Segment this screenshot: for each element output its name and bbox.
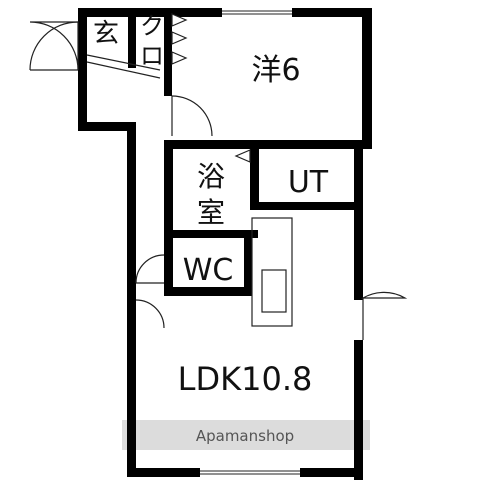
closet-marks	[171, 13, 251, 163]
label-bath-2: 室	[197, 196, 225, 229]
label-utility: UT	[288, 165, 329, 200]
doors	[29, 21, 408, 340]
label-genkan: 玄	[93, 19, 119, 49]
label-toilet: WC	[183, 253, 234, 288]
label-bath-1: 浴	[197, 160, 225, 193]
watermark-band	[122, 420, 370, 450]
watermark-text: Apamanshop	[196, 427, 294, 445]
label-western-room: 洋6	[251, 53, 300, 88]
thin-lines	[86, 54, 293, 327]
outer-walls	[78, 8, 372, 480]
label-ldk: LDK10.8	[178, 360, 313, 398]
label-closet-1: ク	[140, 12, 164, 40]
label-closet-2: ロ	[140, 42, 164, 70]
interior-walls	[128, 8, 372, 296]
